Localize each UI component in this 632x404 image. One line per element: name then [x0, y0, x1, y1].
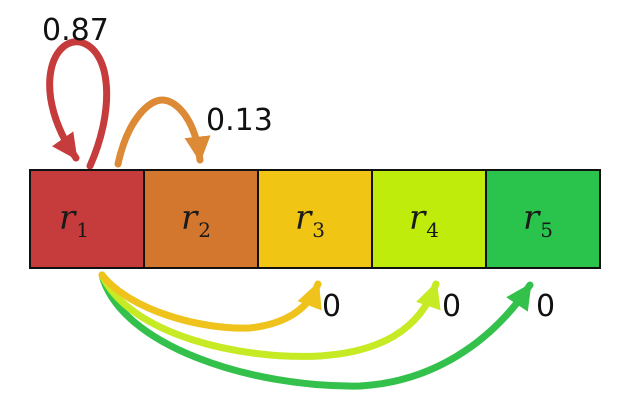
prob-label-r3: 0 — [322, 289, 341, 324]
state-cell-r3: r3 — [257, 169, 373, 269]
state-label: r1 — [59, 198, 89, 242]
state-cell-background — [485, 169, 601, 269]
arrow-r1-to-r2 — [114, 96, 211, 168]
state-cell-r1: r1 — [29, 169, 145, 269]
state-label: r3 — [295, 198, 325, 242]
state-cell-background — [257, 169, 373, 269]
state-label: r2 — [181, 198, 211, 242]
probability-labels: 0.87 0.13 0 0 0 — [42, 13, 555, 324]
prob-label-r5: 0 — [536, 289, 555, 324]
state-strip: r1 r2 r3 r4 r5 — [29, 169, 601, 269]
state-cell-r2: r2 — [143, 169, 259, 269]
prob-label-self-loop: 0.87 — [42, 13, 109, 48]
state-cell-background — [29, 169, 145, 269]
arrow-r1-to-r3 — [98, 271, 322, 332]
state-label: r4 — [409, 198, 439, 242]
prob-label-r2: 0.13 — [206, 103, 273, 138]
transition-arrows — [46, 38, 534, 390]
arrow-r1-to-r4 — [98, 271, 441, 360]
arrow-r1-self-loop — [46, 38, 111, 170]
state-cell-r5: r5 — [485, 169, 601, 269]
state-cell-background — [143, 169, 259, 269]
state-cell-r4: r4 — [371, 169, 487, 269]
state-cell-background — [371, 169, 487, 269]
arrow-r1-to-r5 — [98, 271, 534, 390]
state-label: r5 — [523, 198, 553, 242]
prob-label-r4: 0 — [442, 289, 461, 324]
